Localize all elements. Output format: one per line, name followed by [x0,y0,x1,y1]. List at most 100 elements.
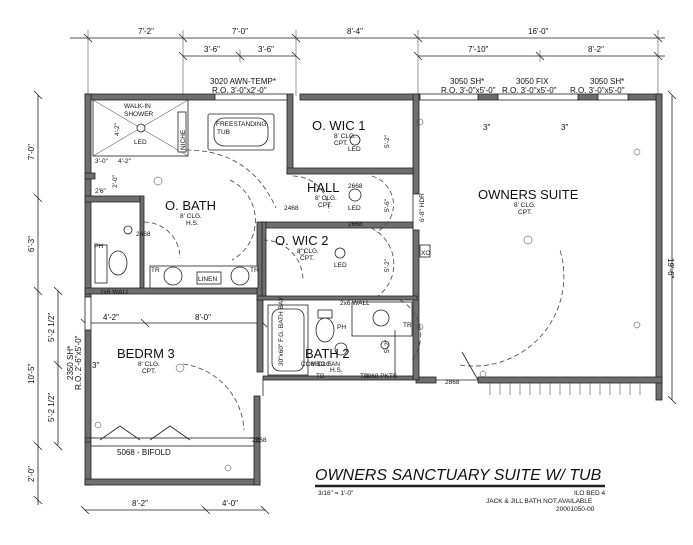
label-tb-2: TB [360,373,368,380]
label-freestanding: FREESTANDING [216,121,266,128]
dim-bot-8-2: 8'-2" [132,499,148,508]
label-led-wic2: LED [334,262,347,269]
title-block: OWNERS SANCTUARY SUITE W/ TUB 3/16" = 1'… [315,467,605,513]
dim-bot-4-0: 4'-0" [222,499,238,508]
label-led-wic1: LED [348,146,361,153]
room-labels: OWNERS SUITE 8' CLG. CPT. O. BATH 8' CLG… [117,118,579,375]
label-xo: XO [421,250,430,257]
window-marks [84,93,629,331]
window-ro-3: R.O. 3'-0"x5'-0" [502,86,557,95]
dim-in-4-2c: 4'-2" [118,158,132,165]
dim-top-7-0: 7'-0" [232,27,248,36]
label-ph-obath: PH [94,243,103,250]
label-2x6-wall-1: 2x6 WALL [100,289,130,296]
dim-top-8-2: 8'-2" [588,45,604,54]
outlet-symbols [94,118,641,472]
room-o-wic-1-flr: CPT. [334,140,348,147]
dim-in-5-6: 5'-6" [384,198,391,212]
label-door-2868a: 2868 [252,437,267,444]
dim-in-5-2c: 5'-2" [384,339,391,353]
plan-ref: ILO BED 4 [574,490,605,497]
led-lights [334,134,362,259]
label-tr-2: TR [250,267,259,274]
trim-mark-1: 3" [483,123,490,132]
plan-title: OWNERS SANCTUARY SUITE W/ TUB [315,467,602,484]
dim-left-6-3: 6'-3" [27,236,36,252]
plan-scale: 3/16" = 1'-0" [318,490,354,497]
room-o-bath-clg: 8' CLG. [180,213,202,220]
dim-in-5-2a: 5'-2" [384,134,391,148]
dimension-texts: 7'-2" 7'-0" 8'-4" 16'-0" 3'-6" 3'-6" 7'-… [27,27,675,508]
dim-right-19-6: 19'-6" [666,258,675,279]
room-owners-suite-clg: 8' CLG. [514,202,536,209]
radiator-grille [489,383,641,395]
window-ro-1: R.O. 3'-0"x2'-0" [212,86,267,95]
dim-top-3-6a: 3'-6" [204,45,220,54]
label-walk-in: WALK-IN [124,103,151,110]
label-2x6-wall-2: 2x6 WALL [340,300,370,307]
room-bath-2-clg: 8' CLG. [311,361,333,368]
room-bath-2: BATH 2 [305,346,350,361]
dim-left-5-2b: 5'-2 1/2" [47,393,56,422]
label-door-2468b: 2468 [284,205,299,212]
dim-in-2-0: 2'-0" [112,174,119,188]
door-swings [143,149,565,431]
room-bedrm-3-clg: 8' CLG. [138,361,160,368]
window-ro-4: R.O. 3'-0"x5'-0" [570,86,625,95]
label-combo-fan: COMBO FAN [301,361,340,368]
label-tr-1: TR [151,267,160,274]
dim-top-7-10: 7'-10" [468,45,489,54]
dim-top-8-4: 8'-4" [347,27,363,36]
window-label-2: 3050 SH* [450,77,484,86]
dim-in-6-8: 6'-8" HDR [419,193,426,222]
label-door-2668a: 2668 [348,183,363,190]
dim-in-2-6: 2'6" [95,188,106,195]
window-label-3: 3050 FIX [516,77,549,86]
room-owners-suite: OWNERS SUITE [478,187,579,202]
label-door-2668b: 2668 [348,221,363,228]
label-led-hall: LED [348,205,361,212]
dim-top-16-0: 16'-0" [528,27,549,36]
label-bath-bay: 30"x60" F.G. BATH BAY [278,296,285,366]
window-label-5: 2350 SH* [66,346,75,380]
label-shower: SHOWER [124,111,154,118]
room-hall-flr: CPT. [318,202,332,209]
trim-mark-3: 3" [92,361,99,370]
dim-top-7-2: 7'-2" [138,27,154,36]
trim-mark-2: 3" [561,123,568,132]
room-o-wic-2: O. WIC 2 [275,233,328,248]
dim-in-4-2b: 4'-2" [103,313,119,322]
window-label-1: 3020 AWN-TEMP* [210,77,276,86]
room-o-wic-2-flr: CPT. [300,255,314,262]
dim-in-4-2a: 4'-2" [114,122,121,136]
label-door-2868b: 2868 [445,379,460,386]
plan-note: JACK & JILL BATH NOT AVAILABLE [486,498,593,505]
room-o-wic-1-clg: 8' CLG. [334,133,356,140]
plan-code: 20001050-00 [556,506,595,513]
dim-in-3-0: 3'-0" [95,158,109,165]
label-niche: NICHE [180,129,187,150]
room-o-wic-2-clg: 8' CLG. [297,248,319,255]
room-hall: HALL [307,180,340,195]
label-led-shower: LED [134,139,147,146]
label-tub: TUB [217,129,230,136]
window-ro-2: R.O. 3'-0"x5'-0" [441,86,496,95]
dim-left-5-2a: 5'-2 1/2" [47,313,56,342]
window-label-4: 3050 SH* [590,77,624,86]
room-o-bath: O. BATH [165,198,216,213]
dim-in-5-2b: 5'-2" [384,258,391,272]
label-bifold: 5068 - BIFOLD [117,448,171,457]
room-o-bath-flr: H.S. [186,220,199,227]
label-tb-1: TB [316,373,324,380]
label-door-2868-pkts: 2868 PKTS [364,373,398,380]
label-linen: LINEN [198,276,217,283]
walls [84,93,663,486]
room-bedrm-3: BEDRM 3 [117,346,175,361]
dim-left-10-5: 10'-5" [27,363,36,384]
fixtures [90,99,431,447]
window-ro-5: R.O. 2'-6"x5'-0" [74,335,83,390]
dim-in-8-0: 8'-0" [195,313,211,322]
label-door-2468a: 2468 [136,231,151,238]
fixture-labels: WALK-IN SHOWER FREESTANDING TUB NICHE LE… [94,103,460,457]
